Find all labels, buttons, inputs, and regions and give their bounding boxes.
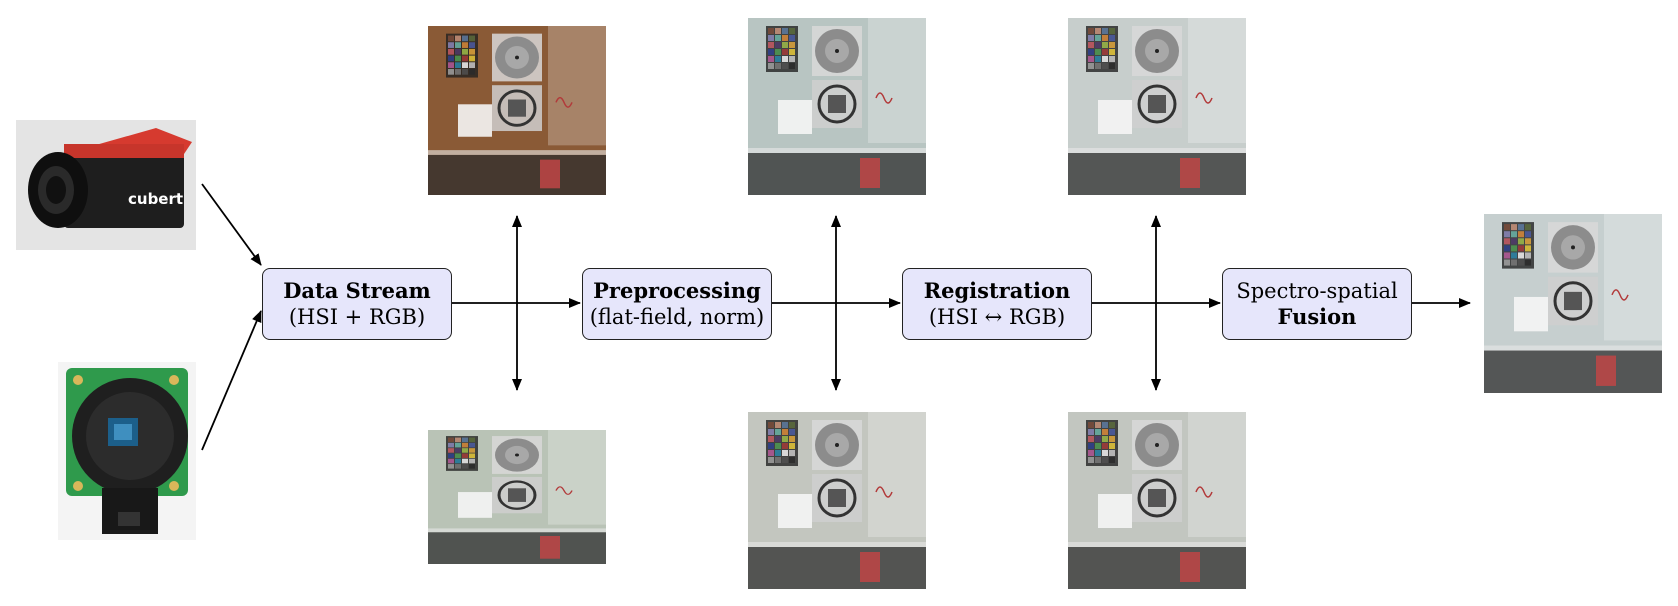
arrow-hsi-camera-to-stream xyxy=(201,183,262,266)
rgb-camera-image xyxy=(58,362,196,540)
node-data-stream-title: Data Stream xyxy=(283,278,431,303)
scene-image xyxy=(1068,18,1246,195)
node-registration: Registration (HSI ↔ RGB) xyxy=(902,268,1092,340)
arrow-rgb-camera-to-stream xyxy=(201,310,262,451)
node-registration-subtitle: (HSI ↔ RGB) xyxy=(928,305,1066,329)
scene-image xyxy=(1484,214,1662,393)
node-fusion-title: Spectro-spatial xyxy=(1236,279,1398,303)
scene-image xyxy=(1068,412,1246,589)
scene-image xyxy=(428,26,606,195)
thumb-stream-rgb xyxy=(428,430,606,564)
hyperspectral-camera-icon: cubert xyxy=(16,120,196,250)
scene-image xyxy=(428,430,606,564)
node-preprocessing-subtitle: (flat-field, norm) xyxy=(589,305,765,329)
thumb-fused-output xyxy=(1484,214,1662,393)
thumb-stream-hsi xyxy=(428,26,606,195)
scene-image xyxy=(748,412,926,589)
scene-image xyxy=(748,18,926,195)
node-data-stream-subtitle: (HSI + RGB) xyxy=(288,305,426,329)
node-fusion: Spectro-spatial Fusion xyxy=(1222,268,1412,340)
thumb-reg-rgb xyxy=(1068,412,1246,589)
thumb-pre-hsi xyxy=(748,18,926,195)
node-data-stream: Data Stream (HSI + RGB) xyxy=(262,268,452,340)
node-preprocessing-title: Preprocessing xyxy=(593,278,761,303)
thumb-reg-hsi xyxy=(1068,18,1246,195)
thumb-pre-rgb xyxy=(748,412,926,589)
node-registration-title: Registration xyxy=(923,278,1071,303)
hsi-camera-image: cubert xyxy=(16,120,196,250)
node-preprocessing: Preprocessing (flat-field, norm) xyxy=(582,268,772,340)
rgb-camera-module-icon xyxy=(58,362,196,540)
node-fusion-subtitle: Fusion xyxy=(1277,304,1357,329)
camera-brand-text: cubert xyxy=(128,190,183,208)
